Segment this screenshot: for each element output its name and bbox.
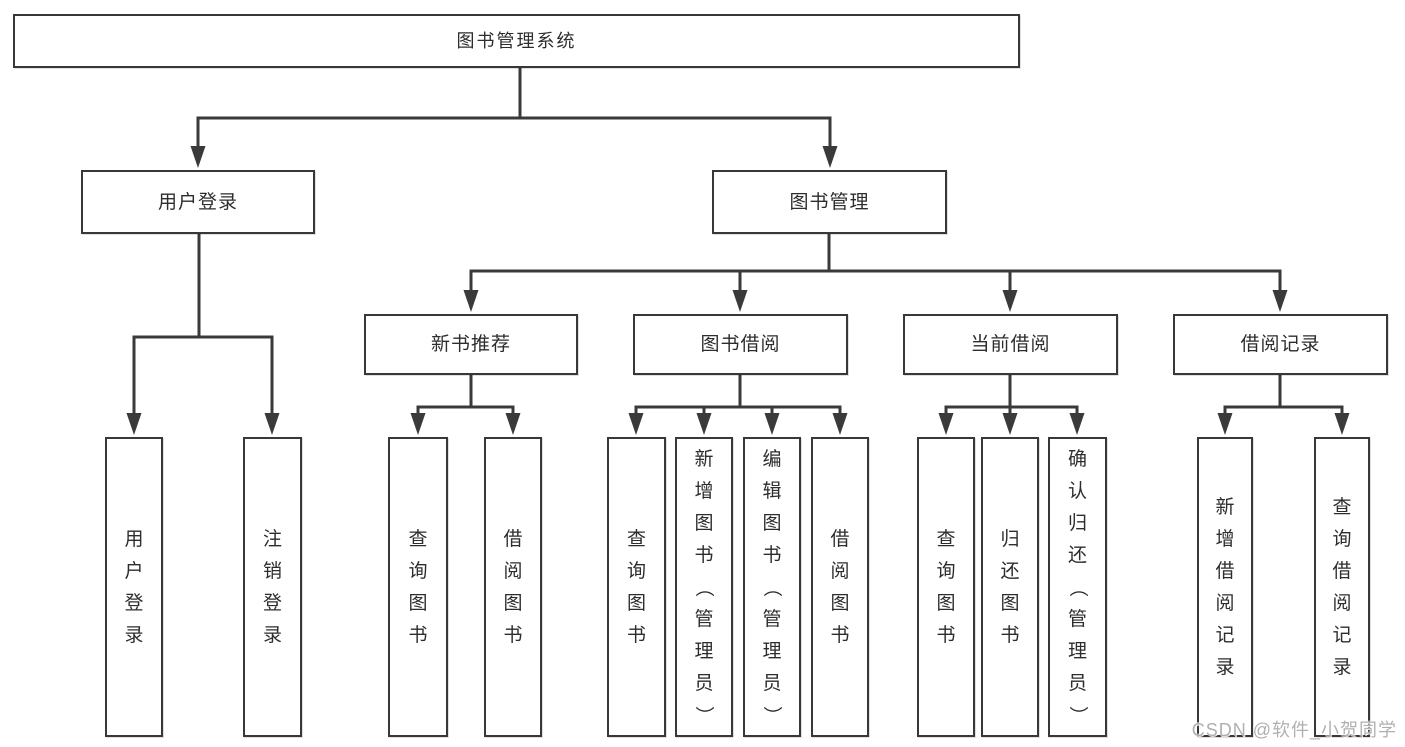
node-bb-borrow-book: 借阅图书 — [811, 437, 869, 737]
node-user-login-label: 用户登录 — [157, 191, 238, 213]
node-bb-query-book-label: 查询图书 — [626, 528, 646, 646]
node-bb-borrow-book-label: 借阅图书 — [830, 528, 850, 646]
node-book-borrow: 图书借阅 — [633, 314, 848, 375]
node-current-borrow: 当前借阅 — [903, 314, 1118, 375]
node-logout-label: 注销登录 — [262, 528, 282, 646]
node-cb-query-book: 查询图书 — [917, 437, 975, 737]
node-cb-query-book-label: 查询图书 — [936, 528, 956, 646]
node-book-mgmt: 图书管理 — [712, 170, 947, 234]
node-root-label: 图书管理系统 — [456, 31, 577, 51]
node-new-book-rec: 新书推荐 — [364, 314, 578, 375]
node-login-label: 用户登录 — [124, 528, 144, 646]
node-bb-edit-book-label: 编辑图书（管理员） — [761, 448, 783, 725]
node-br-add-record: 新增借阅记录 — [1197, 437, 1253, 737]
node-borrow-records: 借阅记录 — [1173, 314, 1388, 375]
node-cb-return-book-label: 归还图书 — [1000, 528, 1020, 646]
node-bb-add-book-label: 新增图书（管理员） — [693, 448, 715, 725]
node-login: 用户登录 — [105, 437, 163, 737]
node-current-borrow-label: 当前借阅 — [970, 334, 1051, 355]
node-br-query-record-label: 查询借阅记录 — [1332, 496, 1352, 678]
node-rec-borrow-book-label: 借阅图书 — [503, 528, 523, 646]
node-cb-return-book: 归还图书 — [981, 437, 1039, 737]
node-bb-query-book: 查询图书 — [607, 437, 666, 737]
node-cb-confirm-return-label: 确认归还（管理员） — [1066, 448, 1088, 725]
node-bb-add-book: 新增图书（管理员） — [675, 437, 733, 737]
node-book-mgmt-label: 图书管理 — [789, 191, 870, 213]
node-br-query-record: 查询借阅记录 — [1314, 437, 1370, 737]
node-rec-query-book: 查询图书 — [388, 437, 448, 737]
node-br-add-record-label: 新增借阅记录 — [1215, 496, 1235, 678]
node-book-borrow-label: 图书借阅 — [700, 334, 781, 355]
node-cb-confirm-return: 确认归还（管理员） — [1048, 437, 1107, 737]
node-logout: 注销登录 — [243, 437, 302, 737]
node-new-book-rec-label: 新书推荐 — [430, 334, 511, 355]
node-rec-query-book-label: 查询图书 — [408, 528, 428, 646]
node-bb-edit-book: 编辑图书（管理员） — [743, 437, 801, 737]
node-user-login: 用户登录 — [81, 170, 315, 234]
node-borrow-records-label: 借阅记录 — [1240, 334, 1321, 355]
node-root: 图书管理系统 — [13, 14, 1020, 68]
watermark-text: CSDN @软件_小贺同学 — [1191, 720, 1397, 740]
node-rec-borrow-book: 借阅图书 — [484, 437, 542, 737]
